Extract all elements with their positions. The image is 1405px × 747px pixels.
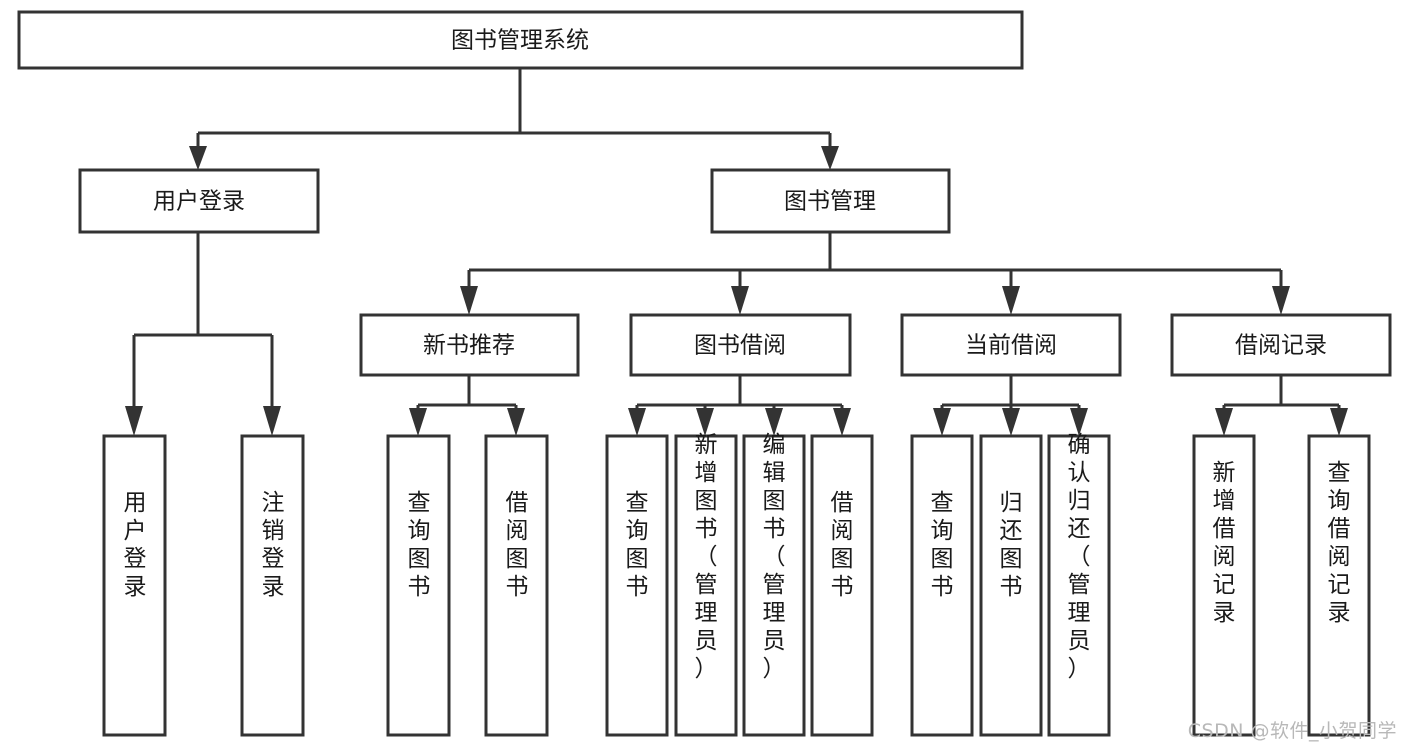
node-user-login-box[interactable] — [78, 168, 320, 234]
arrow-head-current-borrow — [1002, 286, 1020, 315]
arrow-head-leaf-add-book — [696, 408, 714, 436]
csdn-watermark: CSDN @软件_小贺同学 — [1187, 720, 1397, 742]
node-user-login[interactable]: 用户登录 — [78, 168, 320, 234]
node-leaf-user-login-box[interactable] — [102, 434, 167, 737]
node-leaf-user-login[interactable]: 用户登录 — [102, 434, 167, 737]
node-book-manage[interactable]: 图书管理 — [710, 168, 951, 234]
node-leaf-query-book-2-label: 查询图书 — [626, 490, 649, 600]
arrow-head-leaf-query-book-1 — [409, 408, 427, 436]
arrow-head-book-manage — [821, 146, 839, 170]
node-leaf-borrow-book-1-box[interactable] — [484, 434, 549, 737]
arrow-head-leaf-return-book — [1002, 408, 1020, 436]
node-leaf-return-book-label: 归还图书 — [1000, 490, 1023, 600]
node-leaf-logout-label: 注销登录 — [262, 490, 285, 600]
node-leaf-query-record-box[interactable] — [1307, 434, 1371, 737]
node-leaf-query-book-3-box[interactable] — [910, 434, 974, 737]
node-current-borrow[interactable]: 当前借阅 — [900, 313, 1122, 377]
node-book-manage-label: 图书管理 — [784, 189, 876, 215]
node-book-borrow[interactable]: 图书借阅 — [629, 313, 852, 377]
node-leaf-query-book-1-box[interactable] — [386, 434, 451, 737]
node-new-book-rec-box[interactable] — [359, 313, 580, 377]
node-leaf-query-book-3-label: 查询图书 — [931, 490, 954, 600]
node-leaf-add-book[interactable]: 新增图书（管理员） — [674, 432, 738, 737]
node-leaf-borrow-book-2-label: 借阅图书 — [831, 490, 854, 600]
node-leaf-add-book-box[interactable] — [674, 434, 738, 737]
node-book-borrow-label: 图书借阅 — [694, 333, 786, 359]
node-root-box[interactable] — [17, 10, 1024, 70]
node-leaf-user-login-label: 用户登录 — [124, 490, 147, 600]
arrow-head-leaf-query-book-3 — [933, 408, 951, 436]
node-current-borrow-box[interactable] — [900, 313, 1122, 377]
leaf-nodes-group: 用户登录 注销登录 查询图书 借阅图书 查询图书 新增图书（管理员） — [102, 432, 1371, 737]
node-leaf-logout[interactable]: 注销登录 — [240, 434, 305, 737]
node-leaf-confirm-return-label: 确认归还（管理员） — [1068, 432, 1091, 682]
node-book-borrow-box[interactable] — [629, 313, 852, 377]
node-leaf-return-book[interactable]: 归还图书 — [979, 434, 1043, 737]
node-leaf-add-record-label: 新增借阅记录 — [1213, 460, 1236, 626]
node-borrow-record-box[interactable] — [1170, 313, 1392, 377]
node-leaf-confirm-return-box[interactable] — [1047, 434, 1111, 737]
node-leaf-add-record-box[interactable] — [1192, 434, 1256, 737]
node-leaf-edit-book-box[interactable] — [742, 434, 806, 737]
connectors-group — [125, 68, 1348, 436]
node-new-book-rec[interactable]: 新书推荐 — [359, 313, 580, 377]
node-borrow-record[interactable]: 借阅记录 — [1170, 313, 1392, 377]
node-current-borrow-label: 当前借阅 — [965, 333, 1057, 359]
arrow-head-book-borrow — [731, 286, 749, 315]
node-book-manage-box[interactable] — [710, 168, 951, 234]
node-leaf-edit-book-label: 编辑图书（管理员） — [763, 432, 786, 682]
node-leaf-query-book-3[interactable]: 查询图书 — [910, 434, 974, 737]
node-root[interactable]: 图书管理系统 — [17, 10, 1024, 70]
arrow-head-new-book-rec — [460, 286, 478, 315]
node-leaf-query-book-2[interactable]: 查询图书 — [605, 434, 669, 737]
node-leaf-borrow-book-2-box[interactable] — [810, 434, 874, 737]
node-borrow-record-label: 借阅记录 — [1235, 333, 1327, 359]
node-leaf-confirm-return[interactable]: 确认归还（管理员） — [1047, 432, 1111, 737]
node-leaf-query-book-1-label: 查询图书 — [408, 490, 431, 600]
node-leaf-borrow-book-1[interactable]: 借阅图书 — [484, 434, 549, 737]
node-user-login-label: 用户登录 — [153, 189, 245, 215]
node-leaf-query-record-label: 查询借阅记录 — [1328, 460, 1351, 626]
node-leaf-borrow-book-1-label: 借阅图书 — [506, 490, 529, 600]
node-leaf-query-record[interactable]: 查询借阅记录 — [1307, 434, 1371, 737]
node-leaf-add-record[interactable]: 新增借阅记录 — [1192, 434, 1256, 737]
node-root-label: 图书管理系统 — [451, 28, 589, 54]
arrow-head-leaf-query-record — [1330, 408, 1348, 436]
arrow-head-leaf-query-book-2 — [628, 408, 646, 436]
node-leaf-return-book-box[interactable] — [979, 434, 1043, 737]
node-new-book-rec-label: 新书推荐 — [423, 333, 515, 359]
arrow-head-leaf-logout — [263, 406, 281, 436]
node-leaf-query-book-2-box[interactable] — [605, 434, 669, 737]
arrow-head-leaf-confirm-return — [1070, 408, 1088, 436]
node-leaf-edit-book[interactable]: 编辑图书（管理员） — [742, 432, 806, 737]
arrow-head-leaf-user-login — [125, 406, 143, 436]
node-leaf-logout-box[interactable] — [240, 434, 305, 737]
node-leaf-borrow-book-2[interactable]: 借阅图书 — [810, 434, 874, 737]
node-leaf-query-book-1[interactable]: 查询图书 — [386, 434, 451, 737]
arrow-head-leaf-edit-book — [765, 408, 783, 436]
arrow-head-borrow-record — [1272, 286, 1290, 315]
arrow-head-user-login — [189, 146, 207, 170]
arrow-head-leaf-borrow-book-2 — [833, 408, 851, 436]
node-leaf-add-book-label: 新增图书（管理员） — [695, 432, 718, 682]
arrow-head-leaf-add-record — [1215, 408, 1233, 436]
arrow-head-leaf-borrow-book-1 — [507, 408, 525, 436]
